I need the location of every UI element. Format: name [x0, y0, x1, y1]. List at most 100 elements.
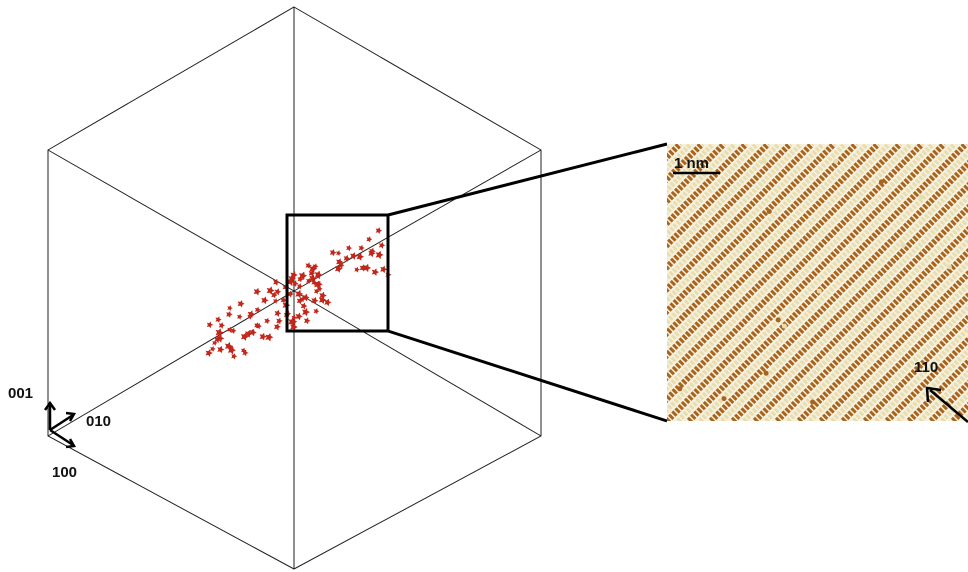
precipitate-atom: [206, 321, 214, 329]
precipitate-atom: [292, 280, 299, 287]
precipitate-atom: [237, 300, 245, 308]
precipitate-atom: [295, 312, 303, 321]
precipitate-atom: [354, 266, 360, 273]
atomic-plane-stripes: [326, 144, 968, 421]
atomic-plane-dark: [862, 313, 968, 421]
solute-atom: [677, 386, 683, 392]
precipitate-atom: [306, 277, 312, 284]
solute-atom: [918, 194, 924, 200]
precipitate-atom: [315, 270, 322, 278]
atomic-plane-light: [764, 215, 968, 421]
atomic-plane-dark: [906, 357, 968, 421]
atomic-plane-light: [808, 259, 968, 421]
atomic-plane-dark: [667, 144, 925, 404]
precipitate-atom: [259, 332, 267, 341]
precipitate-atom: [295, 289, 304, 299]
zoom-connector-bottom: [387, 329, 668, 423]
atomic-plane-light: [667, 144, 671, 150]
precipitate-atom: [329, 249, 337, 257]
atomic-plane-light: [667, 144, 913, 392]
atomic-plane-dark: [840, 291, 968, 421]
atomic-plane-dark: [337, 144, 614, 421]
precipitate-atom: [358, 244, 365, 252]
axis-100-head: [65, 438, 77, 449]
precipitate-atom: [280, 296, 287, 304]
direction-arrow-110-head: [925, 386, 942, 403]
precipitate-atom: [261, 296, 269, 305]
axis-label-001: 001: [8, 385, 33, 402]
precipitate-atom: [215, 328, 224, 337]
precipitate-atom: [264, 317, 271, 325]
box-edge-diagonal-right: [293, 149, 542, 292]
precipitate-atom: [324, 298, 332, 307]
precipitate-atom: [231, 353, 238, 360]
solute-atom: [766, 209, 772, 214]
precipitate-atom: [274, 288, 282, 296]
atomic-plane-light: [667, 144, 891, 370]
simulation-box: [47, 6, 542, 570]
precipitate-atom: [274, 323, 281, 331]
precipitate-atom: [371, 268, 380, 276]
precipitate-atom: [228, 345, 235, 351]
solute-atom: [900, 242, 906, 248]
precipitate-atom: [336, 250, 342, 256]
precipitate-atom: [298, 271, 307, 280]
atomic-plane-dark: [884, 335, 968, 421]
atomic-plane-light: [667, 144, 935, 414]
precipitate-atom: [254, 306, 261, 313]
atomic-plane-light: [667, 144, 825, 304]
precipitate-atom: [266, 286, 275, 295]
atomic-plane-dark: [667, 144, 837, 316]
precipitate-atom: [296, 283, 303, 290]
solute-atom: [781, 323, 787, 329]
precipitate-atom: [336, 258, 344, 266]
precipitate-atom: [215, 316, 222, 323]
precipitate-atom: [214, 335, 222, 344]
solute-atom: [946, 264, 952, 270]
solute-atom: [763, 370, 769, 376]
box-edge-lower-left: [47, 290, 295, 437]
precipitate-atom: [311, 296, 319, 305]
solute-atom: [878, 179, 884, 185]
precipitate-atom: [291, 314, 298, 321]
precipitate-atom: [240, 332, 249, 341]
scale-bar-label: 1 nm: [674, 155, 709, 172]
atomic-plane-light: [326, 144, 603, 421]
atomic-plane-dark: [774, 225, 968, 421]
precipitate-atom: [319, 291, 327, 300]
atomic-plane-light: [830, 281, 968, 421]
precipitate-atom: [305, 262, 312, 269]
solute-atom: [810, 399, 816, 405]
precipitate-atom: [288, 274, 296, 283]
precipitate-atom: [274, 309, 282, 317]
axis-label-010: 010: [86, 413, 111, 430]
precipitate-atom: [313, 308, 320, 315]
atomic-plane-dark: [381, 144, 658, 421]
precipitate-atom: [271, 291, 278, 299]
atomic-plane-light: [348, 144, 625, 421]
precipitate-atom: [224, 341, 233, 351]
atomic-plane-light: [667, 144, 737, 216]
precipitate-atom: [247, 310, 256, 319]
precipitate-atom: [363, 263, 372, 273]
axis-label-100: 100: [52, 464, 77, 481]
solute-atom: [761, 158, 767, 164]
atomic-plane-light: [667, 144, 759, 238]
precipitate-atom: [350, 252, 358, 260]
atomic-plane-dark: [667, 144, 903, 382]
precipitate-atom: [286, 290, 294, 298]
box-edge-lower-right: [293, 290, 542, 437]
atomic-plane-dark: [667, 144, 815, 294]
direction-arrow-110: [929, 389, 968, 423]
precipitate-atom: [276, 317, 283, 325]
precipitate-atom: [265, 333, 274, 342]
atom-map-inset: [326, 144, 968, 421]
atomic-plane-dark: [686, 144, 968, 421]
atomic-plane-dark: [667, 144, 947, 421]
precipitate-atom: [227, 305, 233, 311]
atomic-plane-dark: [667, 144, 859, 338]
atomic-plane-dark: [667, 144, 793, 272]
precipitate-atom: [378, 242, 386, 249]
precipitate-atom: [217, 345, 225, 354]
